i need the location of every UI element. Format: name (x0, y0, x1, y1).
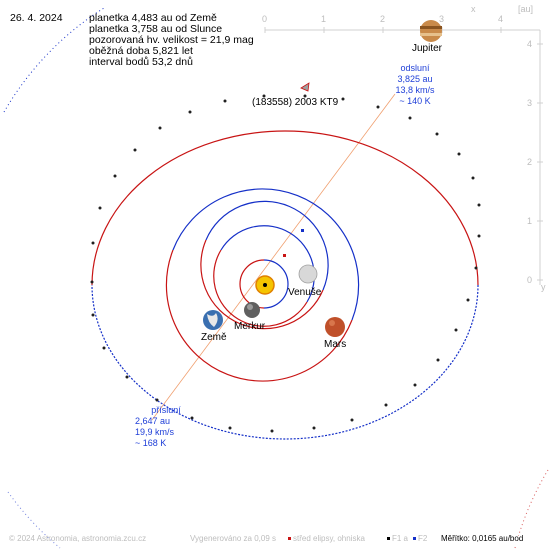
perihelion-temperature: ~ 168 K (135, 438, 167, 448)
asteroid-marker (300, 82, 310, 92)
y-tick-3: 3 (527, 98, 533, 108)
planet-orbits (165, 188, 360, 382)
x-tick-2: 2 (380, 14, 386, 24)
sun (255, 275, 275, 295)
mars (325, 317, 345, 337)
asteroid-orbit-north (91, 130, 479, 286)
y-tick-0: 0 (527, 275, 533, 285)
info-line-distance-sun: planetka 3,758 au od Slunce (89, 23, 223, 35)
mars-label: Mars (324, 339, 347, 350)
perihelion-annotation: přísluní 2,647 au 19,9 km/s ~ 168 K (135, 405, 197, 449)
footer-generated: Vygenerováno za 0,09 s (190, 534, 276, 543)
footer-scale: Měřítko: 0,0165 au/bod (441, 534, 524, 543)
asteroid-label: (183558) 2003 KT9 (252, 97, 339, 108)
y-tick-2: 2 (527, 157, 533, 167)
aphelion-speed: 13,8 km/s (395, 85, 435, 95)
aphelion-temperature: ~ 140 K (399, 96, 431, 106)
orbit-time-points (90, 94, 481, 433)
x-tick-1: 1 (321, 14, 327, 24)
x-axis-label: x (471, 4, 476, 14)
x-tick-3: 3 (439, 14, 445, 24)
info-line-magnitude: pozorovaná hv. velikost = 21,9 mag (89, 34, 254, 46)
venus-label: Venuše (288, 287, 322, 298)
earth-label: Země (201, 332, 227, 343)
perihelion-distance: 2,647 au (135, 416, 171, 426)
apsis-line (151, 93, 396, 421)
footer-legend-f1: F1 a (392, 534, 409, 543)
earth (203, 310, 223, 330)
x-tick-4: 4 (498, 14, 504, 24)
y-tick-1: 1 (527, 216, 533, 226)
mercury (244, 302, 260, 318)
info-line-interval: interval bodů 53,2 dnů (89, 56, 193, 68)
unit-label: [au] (518, 4, 534, 14)
date-label: 26. 4. 2024 (10, 12, 63, 24)
y-axis-label: y (541, 282, 546, 292)
aphelion-annotation: odsluní 3,825 au 13,8 km/s ~ 140 K (384, 63, 446, 107)
y-tick-4: 4 (527, 39, 533, 49)
aphelion-title: odsluní (400, 63, 430, 73)
footer-copyright: © 2024 Astronomia, astronomia.zcu.cz (9, 534, 147, 543)
footer-legend-center: střed elipsy, ohniska (293, 534, 365, 543)
asteroid-orbit (91, 130, 479, 440)
ellipse-center-marker (283, 254, 286, 257)
footer-legend-f2: F2 (418, 534, 428, 543)
venus (298, 264, 318, 284)
frame-arcs (3, 7, 549, 549)
info-line-period: oběžná doba 5,821 let (89, 45, 193, 57)
perihelion-speed: 19,9 km/s (135, 427, 175, 437)
asteroid-orbit-south (91, 284, 479, 440)
jupiter (420, 20, 442, 42)
focus-f2-marker (301, 229, 304, 232)
jupiter-label: Jupiter (412, 43, 443, 54)
mercury-label: Merkur (234, 321, 266, 332)
perihelion-title: přísluní (151, 405, 181, 415)
x-tick-0: 0 (262, 14, 268, 24)
info-line-distance-earth: planetka 4,483 au od Země (89, 12, 217, 24)
aphelion-distance: 3,825 au (397, 74, 433, 84)
